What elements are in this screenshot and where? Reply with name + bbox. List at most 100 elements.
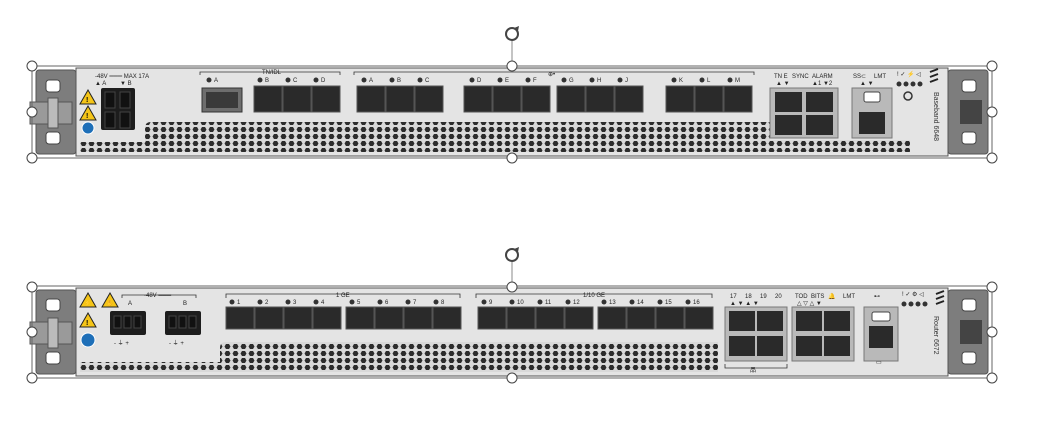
- sfp-port[interactable]: [225, 306, 255, 330]
- usb-port[interactable]: [871, 311, 891, 322]
- sfp-j-label: J: [625, 78, 628, 84]
- sfp-port[interactable]: [614, 85, 644, 113]
- sfp-port[interactable]: [463, 85, 493, 113]
- sfp-port[interactable]: [694, 85, 724, 113]
- sfp-port[interactable]: [283, 306, 313, 330]
- rotate-icon[interactable]: [505, 247, 519, 287]
- bits-label: BITS: [811, 294, 824, 300]
- terminal-signs-a: - ⏚ +: [114, 340, 129, 347]
- rj45-port[interactable]: [806, 115, 833, 135]
- sync-label: SYNC: [792, 74, 809, 80]
- sfp-port[interactable]: [253, 85, 283, 113]
- sfp-port[interactable]: [665, 85, 695, 113]
- tod-label: TOD: [795, 294, 808, 300]
- sfp-group-ghj: G H J: [556, 77, 644, 113]
- sfp-port[interactable]: [432, 306, 462, 330]
- rj45-port[interactable]: [729, 336, 755, 356]
- rj45-port[interactable]: [796, 336, 822, 356]
- rj45-port[interactable]: [757, 311, 783, 331]
- ge-port-7-label: 7: [413, 300, 417, 306]
- console-rj45-port[interactable]: [869, 326, 893, 348]
- sfp-port[interactable]: [655, 306, 685, 330]
- sfp-port[interactable]: [506, 306, 536, 330]
- network-icon: 品: [750, 367, 756, 374]
- sfp-port[interactable]: [414, 85, 444, 113]
- rj45-port[interactable]: [729, 311, 755, 331]
- ge-port-1-label: 1: [237, 300, 241, 306]
- sfp-l-label: L: [707, 78, 711, 84]
- power-b-label: B: [183, 301, 187, 307]
- rj-port-19-label: 19: [760, 294, 767, 300]
- sfp-port[interactable]: [282, 85, 312, 113]
- tenge-label: 1/10 GE: [583, 293, 605, 299]
- ericsson-logo-icon: [935, 290, 945, 305]
- tenge-port-13-label: 13: [609, 300, 616, 306]
- selection-handles: [26, 281, 998, 384]
- sfp-m-label: M: [735, 78, 740, 84]
- sfp-k-label: K: [679, 78, 683, 84]
- sfp-port[interactable]: [254, 306, 284, 330]
- tn-port-c-label: C: [293, 78, 298, 84]
- sync-icon: ⊕•: [548, 72, 555, 78]
- sfp-port[interactable]: [492, 85, 522, 113]
- sfp-port[interactable]: [385, 85, 415, 113]
- sfp-d-label: D: [477, 78, 482, 84]
- warning-triangle-icon: !: [79, 104, 97, 121]
- power-label: -48V ═══ MAX 17A: [95, 74, 149, 80]
- rj45-port[interactable]: [824, 311, 850, 331]
- router-status-label: ! ✓ ⚙ ◁: [902, 291, 924, 298]
- sfp-port[interactable]: [597, 306, 627, 330]
- baseband-unit: -48V ═══ MAX 17A ▲ A ▼ B ! ! TN/IDL A B …: [26, 26, 998, 164]
- svg-text:!: !: [86, 113, 88, 120]
- usb-port[interactable]: [863, 91, 881, 103]
- sfp-port[interactable]: [311, 85, 341, 113]
- sfp-port[interactable]: [477, 306, 507, 330]
- sfp-port[interactable]: [521, 85, 551, 113]
- ge-port-2-label: 2: [265, 300, 269, 306]
- vent-grille: [80, 342, 718, 372]
- tenge-port-12-label: 12: [573, 300, 580, 306]
- sfp-port[interactable]: [535, 306, 565, 330]
- sfp-port[interactable]: [356, 85, 386, 113]
- rj45-port[interactable]: [806, 92, 833, 112]
- sfp-port[interactable]: [723, 85, 753, 113]
- sfp-port[interactable]: [684, 306, 714, 330]
- sfp-port[interactable]: [556, 85, 586, 113]
- sfp-port[interactable]: [403, 306, 433, 330]
- sfp-group-klm: K L M: [665, 77, 753, 113]
- ge-port-8-label: 8: [441, 300, 445, 306]
- ge-port-labels: 1 2 3 4 5 6 7 8: [229, 299, 445, 306]
- rj45-port[interactable]: [775, 115, 802, 135]
- rj45-port[interactable]: [824, 336, 850, 356]
- tenge-port-15-label: 15: [665, 300, 672, 306]
- rj-port-18-label: 18: [745, 294, 752, 300]
- rj-port-20-label: 20: [775, 294, 782, 300]
- ge-label: 1 GE: [336, 293, 350, 299]
- sfp-port[interactable]: [626, 306, 656, 330]
- sfp-port[interactable]: [312, 306, 342, 330]
- esd-warning-icon: ✋: [101, 291, 119, 308]
- sfp-port[interactable]: [374, 306, 404, 330]
- lmt-rj45-port[interactable]: [859, 112, 885, 134]
- tenge-port-11-label: 11: [545, 300, 552, 306]
- rj45-port[interactable]: [757, 336, 783, 356]
- svg-text:!: !: [86, 320, 88, 327]
- selection-handles: [26, 60, 998, 164]
- rj45-port[interactable]: [796, 311, 822, 331]
- svg-text:✋: ✋: [106, 299, 113, 307]
- sfp-port[interactable]: [345, 306, 375, 330]
- sfp-e-label: E: [505, 78, 509, 84]
- sfp-port[interactable]: [564, 306, 594, 330]
- sfp-c-label: C: [425, 78, 430, 84]
- router-status-leds: [901, 301, 928, 307]
- tod-sub: △ ▽ △ ▼: [797, 301, 822, 307]
- rotate-icon[interactable]: [505, 26, 519, 66]
- rj45-port[interactable]: [775, 92, 802, 112]
- sfp-a-label: A: [369, 78, 373, 84]
- lmt-sub: ▲ ▼: [860, 81, 874, 87]
- tenge-port-14-label: 14: [637, 300, 644, 306]
- power-sub-a: ▲ A: [95, 81, 106, 87]
- sfp-port[interactable]: [585, 85, 615, 113]
- tne-label: TN E: [774, 74, 788, 80]
